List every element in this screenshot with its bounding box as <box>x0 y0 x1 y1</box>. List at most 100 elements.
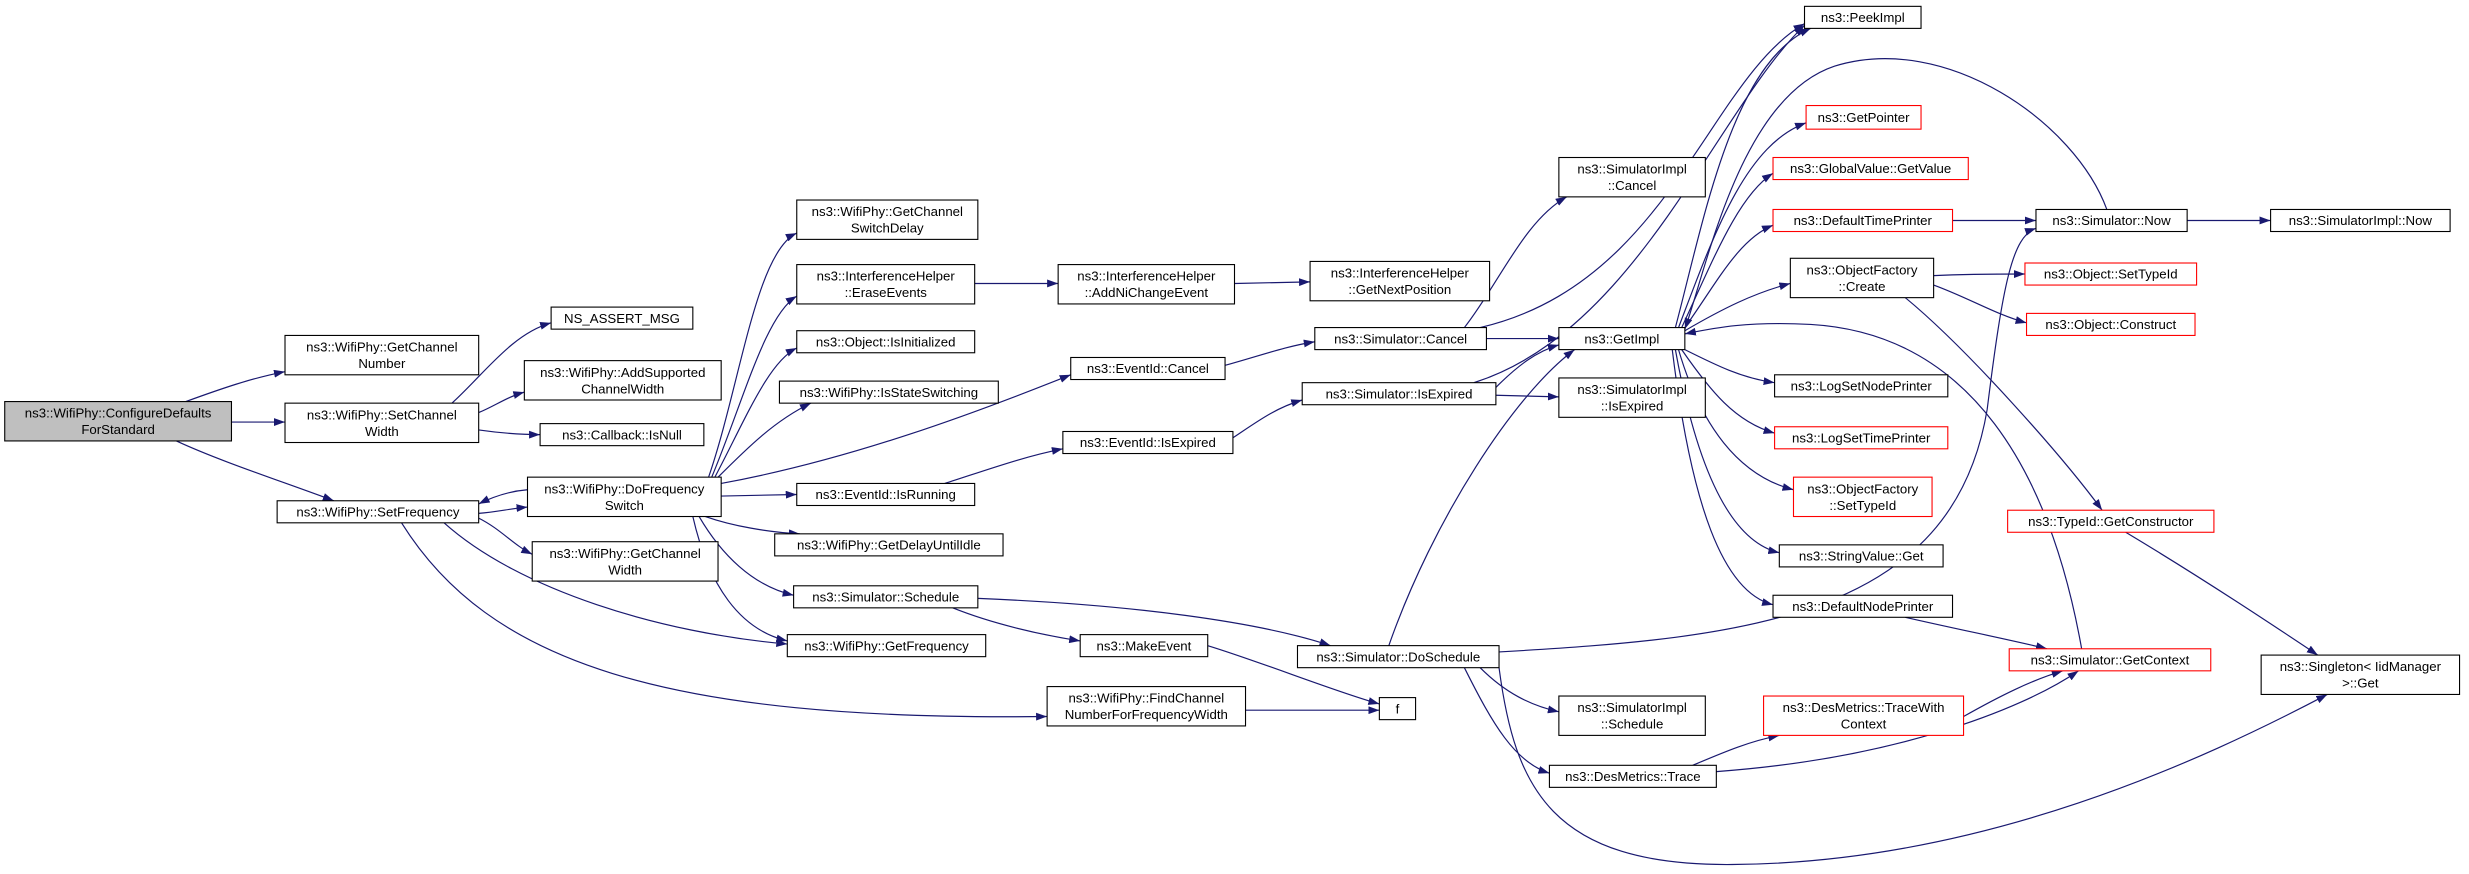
node-label: ns3::WifiPhy::AddSupported <box>540 365 705 380</box>
call-edge <box>1692 733 1780 766</box>
node-box <box>284 402 480 444</box>
node-label: ns3::WifiPhy::GetChannel <box>549 546 700 561</box>
call-edge <box>1905 616 2048 650</box>
call-edge <box>1677 349 1794 491</box>
graph-node[interactable]: f <box>1378 697 1417 721</box>
graph-node[interactable]: ns3::ObjectFactory::Create <box>1789 257 1935 299</box>
node-box <box>1548 764 1717 788</box>
call-edge <box>717 402 812 478</box>
graph-node[interactable]: ns3::Simulator::GetContext <box>2008 648 2212 672</box>
graph-node[interactable]: ns3::Singleton< IidManager>::Get <box>2260 654 2461 696</box>
graph-node[interactable]: ns3::LogSetTimePrinter <box>1774 426 1949 450</box>
graph-node[interactable]: ns3::Object::IsInitialized <box>796 330 976 354</box>
node-box <box>1057 264 1236 305</box>
graph-node[interactable]: ns3::WifiPhy::FindChannelNumberForFreque… <box>1046 686 1247 727</box>
call-edge <box>478 429 541 439</box>
node-label: ns3::InterferenceHelper <box>817 269 956 284</box>
node-box <box>1079 634 1209 658</box>
graph-node[interactable]: ns3::EventId::IsRunning <box>796 482 976 507</box>
node-label: ::Cancel <box>1608 178 1657 193</box>
graph-node[interactable]: ns3::Simulator::IsExpired <box>1301 382 1497 406</box>
node-box <box>1792 476 1933 518</box>
graph-node[interactable]: ns3::WifiPhy::GetFrequency <box>786 634 987 658</box>
graph-node[interactable]: ns3::Simulator::DoSchedule <box>1296 645 1500 669</box>
call-edge <box>977 597 1331 647</box>
graph-node[interactable]: ns3::WifiPhy::SetFrequency <box>276 500 480 524</box>
graph-node[interactable]: ns3::Callback::IsNull <box>539 423 705 447</box>
node-box <box>1062 430 1234 455</box>
node-box <box>1774 374 1949 398</box>
graph-node[interactable]: ns3::DefaultTimePrinter <box>1772 208 1954 233</box>
graph-node[interactable]: ns3::SimulatorImpl::Schedule <box>1558 695 1706 736</box>
graph-node[interactable]: ns3::MakeEvent <box>1079 634 1209 658</box>
node-box <box>284 334 480 376</box>
graph-node[interactable]: ns3::InterferenceHelper::EraseEvents <box>796 264 976 305</box>
call-edge <box>1963 670 2063 718</box>
graph-node[interactable]: ns3::Object::SetTypeId <box>2024 262 2198 286</box>
node-label: ns3::StringValue::Get <box>1799 549 1924 564</box>
graph-node[interactable]: ns3::StringValue::Get <box>1778 544 1944 568</box>
node-box <box>539 423 705 447</box>
node-label: ns3::EventId::Cancel <box>1087 361 1209 376</box>
node-label: ns3::WifiPhy::GetFrequency <box>804 638 969 653</box>
graph-node[interactable]: ns3::TypeId::GetConstructor <box>2007 509 2215 533</box>
graph-node[interactable]: ns3::EventId::IsExpired <box>1062 430 1234 455</box>
node-box <box>1558 327 1686 351</box>
node-box <box>2007 509 2215 533</box>
node-label: ::Schedule <box>1601 717 1663 732</box>
node-box <box>1378 697 1417 721</box>
call-edge <box>1463 196 1568 328</box>
graph-node[interactable]: ns3::DesMetrics::Trace <box>1548 764 1717 788</box>
graph-node[interactable]: ns3::GetImpl <box>1558 327 1686 351</box>
root-graph-node[interactable]: ns3::WifiPhy::ConfigureDefaultsForStanda… <box>4 401 233 442</box>
graph-node[interactable]: ns3::Simulator::Now <box>2035 208 2188 233</box>
node-box <box>1314 327 1487 351</box>
graph-node[interactable]: ns3::InterferenceHelper::GetNextPosition <box>1309 260 1491 302</box>
graph-node[interactable]: ns3::InterferenceHelper::AddNiChangeEven… <box>1057 264 1236 305</box>
nodes-layer: ns3::WifiPhy::ConfigureDefaultsForStanda… <box>4 5 2461 788</box>
node-label: Number <box>358 356 406 371</box>
call-edge <box>692 516 788 643</box>
call-edge <box>401 522 1048 721</box>
node-box <box>2008 648 2212 672</box>
graph-node[interactable]: ns3::DefaultNodePrinter <box>1772 594 1954 618</box>
node-box <box>1772 156 1969 181</box>
graph-node[interactable]: ns3::ObjectFactory::SetTypeId <box>1792 476 1933 518</box>
call-edge <box>176 440 335 502</box>
graph-node[interactable]: ns3::SimulatorImpl::Now <box>2270 208 2451 233</box>
node-box <box>778 380 999 404</box>
graph-node[interactable]: ns3::LogSetNodePrinter <box>1774 374 1949 398</box>
graph-node[interactable]: ns3::Simulator::Schedule <box>793 585 979 609</box>
node-box <box>1296 645 1500 669</box>
call-edge <box>1499 227 2037 653</box>
graph-node[interactable]: ns3::GlobalValue::GetValue <box>1772 156 1969 181</box>
graph-node[interactable]: ns3::SimulatorImpl::IsExpired <box>1558 377 1706 418</box>
graph-node[interactable]: ns3::Simulator::Cancel <box>1314 327 1487 351</box>
node-label: ns3::WifiPhy::SetChannel <box>307 407 457 422</box>
node-box <box>276 500 480 524</box>
graph-node[interactable]: ns3::PeekImpl <box>1803 5 1922 29</box>
call-edge <box>1234 278 1311 287</box>
graph-node[interactable]: ns3::Object::Construct <box>2025 312 2196 336</box>
node-label: ns3::EventId::IsExpired <box>1080 435 1216 450</box>
node-label: ::SetTypeId <box>1829 498 1896 513</box>
call-edge <box>1684 349 1775 386</box>
call-edge <box>1684 282 1791 332</box>
graph-node[interactable]: NS_ASSERT_MSG <box>550 306 694 330</box>
graph-node[interactable]: ns3::SimulatorImpl::Cancel <box>1558 156 1706 198</box>
node-box <box>796 199 979 240</box>
call-edge <box>1681 349 1775 434</box>
graph-node[interactable]: ns3::EventId::Cancel <box>1070 356 1226 381</box>
graph-node[interactable]: ns3::GetPointer <box>1805 104 1922 130</box>
node-box <box>796 482 976 507</box>
graph-node[interactable]: ns3::WifiPhy::GetDelayUntilIdle <box>774 533 1004 557</box>
graph-node[interactable]: ns3::WifiPhy::IsStateSwitching <box>778 380 999 404</box>
